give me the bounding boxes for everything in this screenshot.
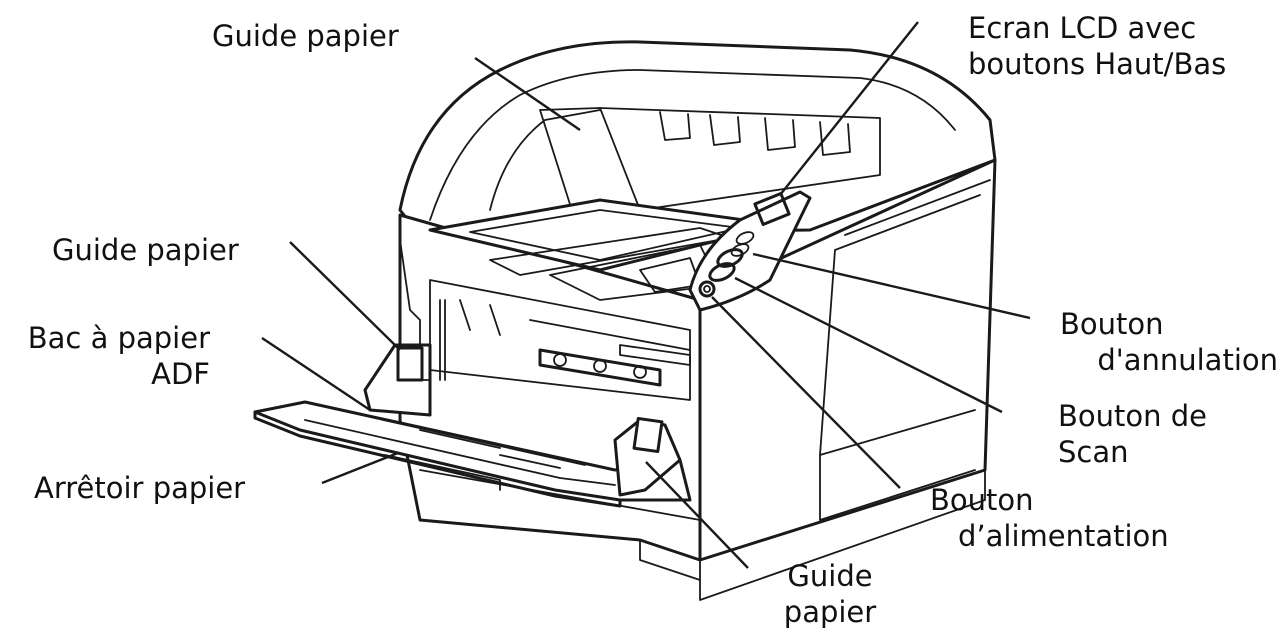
label-lcd: Ecran LCD avec boutons Haut/Bas <box>968 11 1227 81</box>
label-guide-bottom: Guide papier <box>783 559 877 629</box>
power-button-shape <box>698 280 716 298</box>
label-paper-stopper: Arrêtoir papier <box>34 471 246 505</box>
scan-button-shape <box>708 262 736 282</box>
leader-power <box>711 296 901 489</box>
label-power-button: Bouton d’alimentation <box>930 483 1169 553</box>
label-bac-adf: Bac à papier ADF <box>27 321 210 391</box>
label-guide-left: Guide papier <box>52 233 239 267</box>
adf-input-tray <box>253 343 692 508</box>
control-panel <box>688 190 812 312</box>
leader-stopper <box>321 451 399 485</box>
lcd-screen <box>753 192 791 226</box>
leader-lines <box>261 21 1031 569</box>
label-guide-top: Guide papier <box>212 19 399 53</box>
leader-bac <box>261 337 371 411</box>
leader-lcd <box>779 21 919 196</box>
label-cancel-button: Bouton d'annulation <box>1060 307 1278 377</box>
leader-guide-top <box>474 57 581 131</box>
leader-cancel <box>752 252 1031 320</box>
label-scan-button: Bouton de Scan <box>1058 399 1207 469</box>
leader-scan <box>734 276 1003 414</box>
up-button <box>735 231 755 245</box>
leader-guide-bottom <box>645 461 749 569</box>
leader-guide-left <box>289 241 401 351</box>
